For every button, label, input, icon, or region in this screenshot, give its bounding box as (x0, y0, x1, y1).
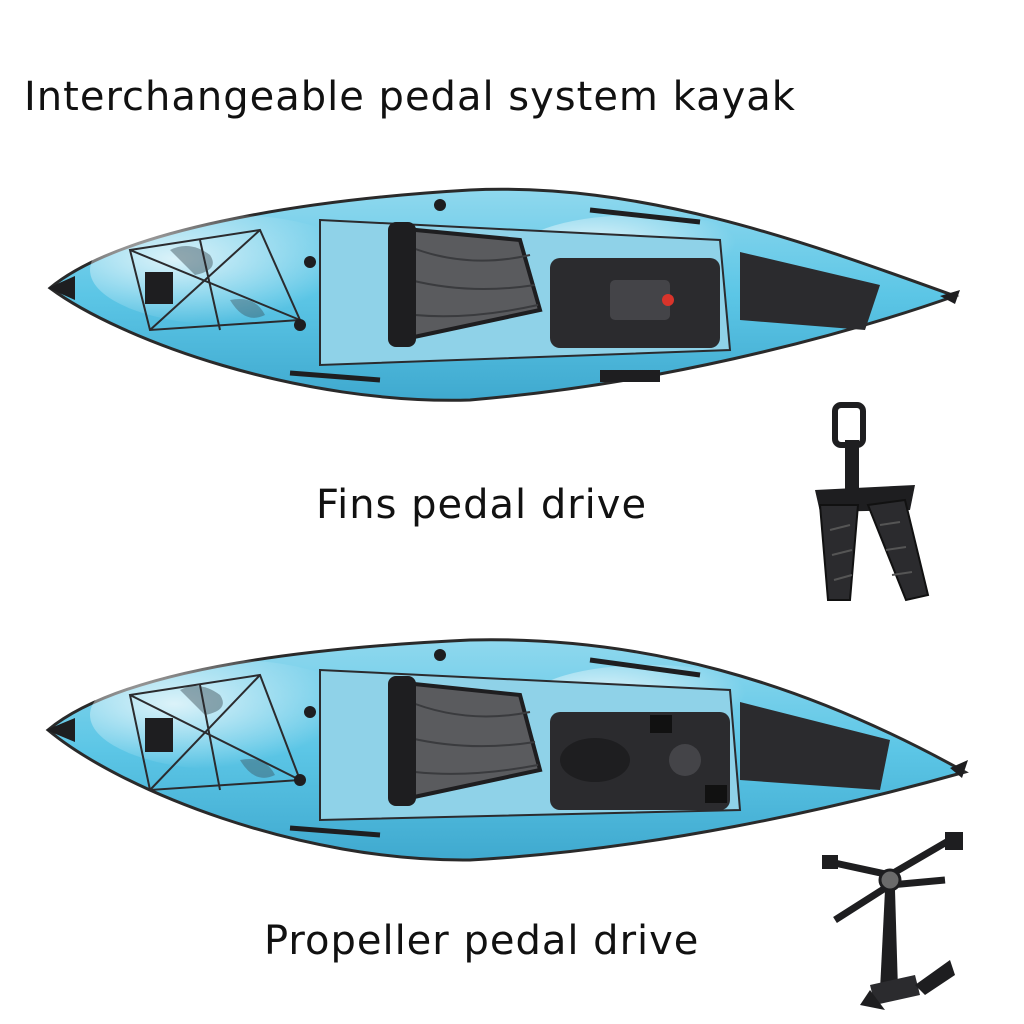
propeller-drive-caption: Propeller pedal drive (264, 918, 700, 964)
fins-drive-image (815, 402, 930, 602)
kayak-fins-image (47, 187, 960, 402)
propeller-drive-image (822, 832, 963, 1010)
page-title: Interchangeable pedal system kayak (24, 74, 796, 120)
kayak-propeller-image (45, 638, 969, 862)
fins-drive-caption: Fins pedal drive (316, 482, 648, 528)
